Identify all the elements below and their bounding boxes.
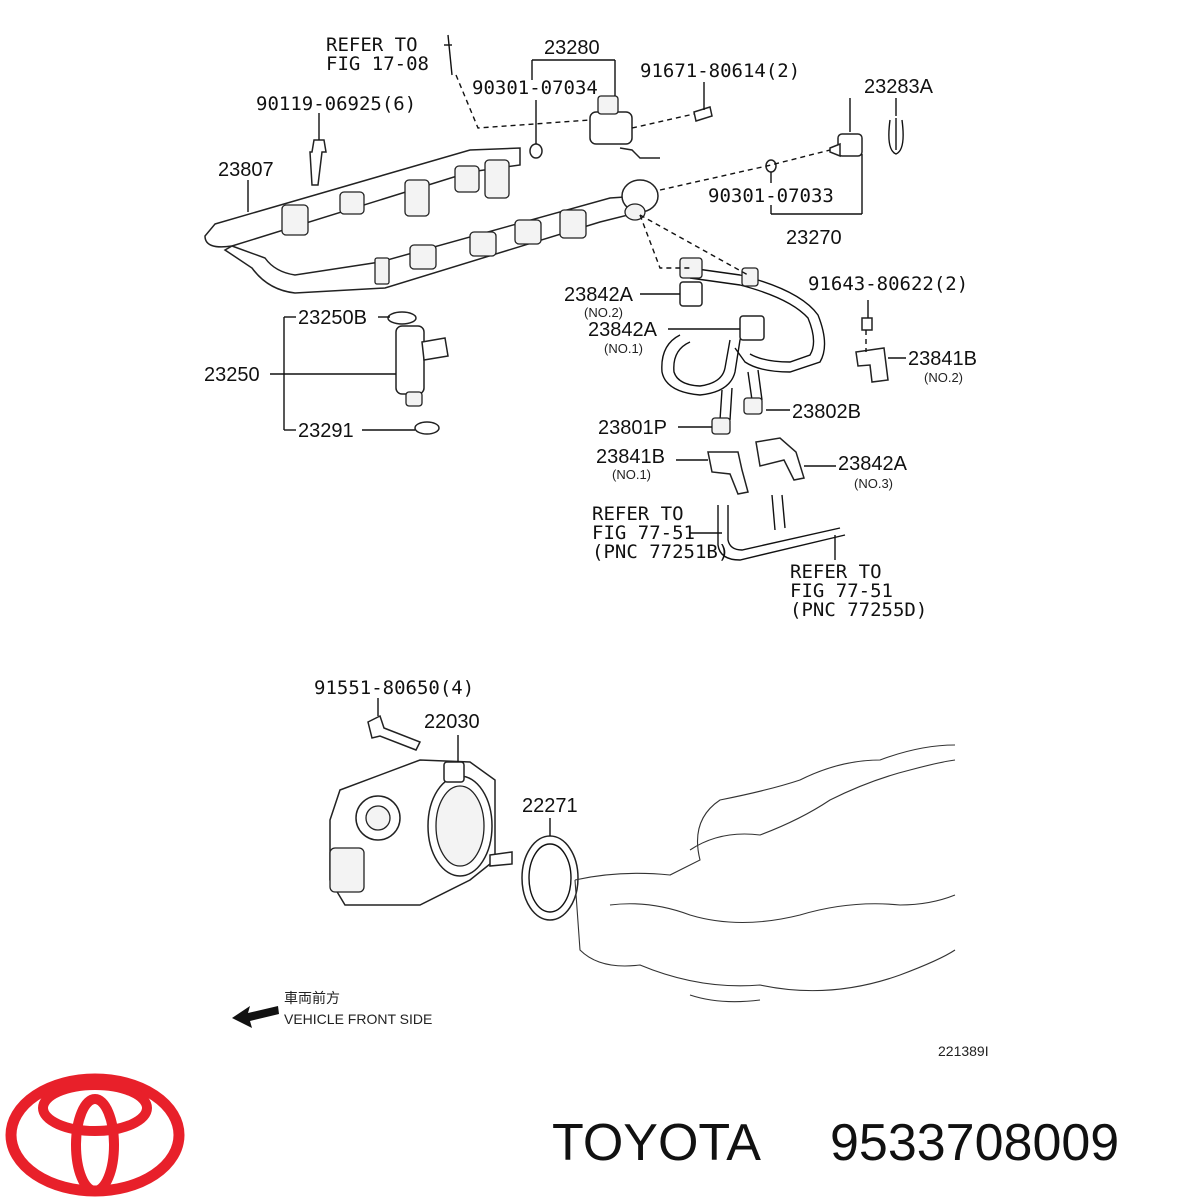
throttle-body-22030-drawing bbox=[329, 759, 513, 906]
label-23802B: 23802B bbox=[792, 401, 861, 423]
label-91551: 91551-80650(4) bbox=[314, 677, 474, 699]
clamp-23842A-no1-icon bbox=[739, 315, 765, 341]
label-22271: 22271 bbox=[522, 795, 578, 817]
refer-top-line2: FIG 17-08 bbox=[326, 53, 429, 75]
fuel-injector-23250-icon bbox=[387, 311, 449, 435]
label-90301-07034: 90301-07034 bbox=[472, 77, 598, 99]
brand-name: TOYOTA bbox=[552, 1114, 761, 1172]
label-23250B: 23250B bbox=[298, 307, 367, 329]
label-91643: 91643-80622(2) bbox=[808, 273, 968, 295]
refer-a-line2: FIG 77-51 bbox=[592, 522, 695, 544]
refer-a-line3: (PNC 77251B) bbox=[592, 541, 729, 563]
label-23280: 23280 bbox=[544, 37, 600, 59]
label-23841B-no1-sub: (NO.1) bbox=[612, 467, 651, 482]
label-91671: 91671-80614(2) bbox=[640, 60, 800, 82]
figure-id: 221389I bbox=[938, 1043, 989, 1059]
label-23842A-no1: 23842A bbox=[588, 319, 658, 341]
arrow-left-icon bbox=[232, 1006, 279, 1028]
bracket-23841B-no2-icon bbox=[855, 317, 889, 383]
leader-lines bbox=[247, 34, 906, 836]
fuel-tube-drawing bbox=[661, 257, 826, 435]
refer-b-line1: REFER TO bbox=[790, 561, 882, 583]
label-23841B-no2: 23841B bbox=[908, 348, 977, 370]
label-90301-07033: 90301-07033 bbox=[708, 185, 834, 207]
pressure-regulator-23280-icon bbox=[529, 95, 660, 159]
label-23842A-no2: 23842A bbox=[564, 284, 634, 306]
toyota-logo-icon bbox=[5, 1073, 185, 1197]
label-23270: 23270 bbox=[786, 227, 842, 249]
label-22030: 22030 bbox=[424, 711, 480, 733]
bolt-90119-icon bbox=[309, 125, 327, 186]
label-23842A-no1-sub: (NO.1) bbox=[604, 341, 643, 356]
intake-manifold-outline bbox=[574, 744, 956, 1003]
label-23250: 23250 bbox=[204, 364, 260, 386]
clamp-23842A-no3-icon bbox=[755, 437, 805, 481]
label-23842A-no3: 23842A bbox=[838, 453, 908, 475]
label-23841B-no2-sub: (NO.2) bbox=[924, 370, 963, 385]
bracket-23841B-no1-icon bbox=[707, 451, 749, 495]
refer-b-line3: (PNC 77255D) bbox=[790, 599, 927, 621]
clamp-23842A-no2-icon bbox=[679, 281, 703, 307]
refer-a-line1: REFER TO bbox=[592, 503, 684, 525]
part-number: 9533708009 bbox=[830, 1114, 1119, 1172]
label-23842A-no2-sub: (NO.2) bbox=[584, 305, 623, 320]
vehicle-front-indicator: 車両前方 VEHICLE FRONT SIDE bbox=[232, 990, 432, 1028]
clip-23283A-icon bbox=[888, 118, 904, 155]
vehicle-front-en: VEHICLE FRONT SIDE bbox=[284, 1011, 432, 1027]
vehicle-front-jp: 車両前方 bbox=[284, 990, 340, 1006]
bolt-91551-icon bbox=[367, 714, 422, 751]
label-90119: 90119-06925(6) bbox=[256, 93, 416, 115]
gasket-22271-icon bbox=[521, 835, 579, 921]
label-23841B-no1: 23841B bbox=[596, 446, 665, 468]
refer-top-line1: REFER TO bbox=[326, 34, 418, 56]
label-23801P: 23801P bbox=[598, 417, 667, 439]
bolt-91671-icon bbox=[693, 95, 713, 122]
label-23842A-no3-sub: (NO.3) bbox=[854, 476, 893, 491]
label-23807: 23807 bbox=[218, 159, 274, 181]
lower-fuel-lines-drawing bbox=[717, 494, 846, 561]
part-labels: REFER TO FIG 17-08 23280 90301-07034 916… bbox=[204, 34, 977, 817]
pressure-sensor-23270-icon bbox=[765, 133, 863, 173]
refer-b-line2: FIG 77-51 bbox=[790, 580, 893, 602]
label-23283A: 23283A bbox=[864, 76, 934, 98]
label-23291: 23291 bbox=[298, 420, 354, 442]
